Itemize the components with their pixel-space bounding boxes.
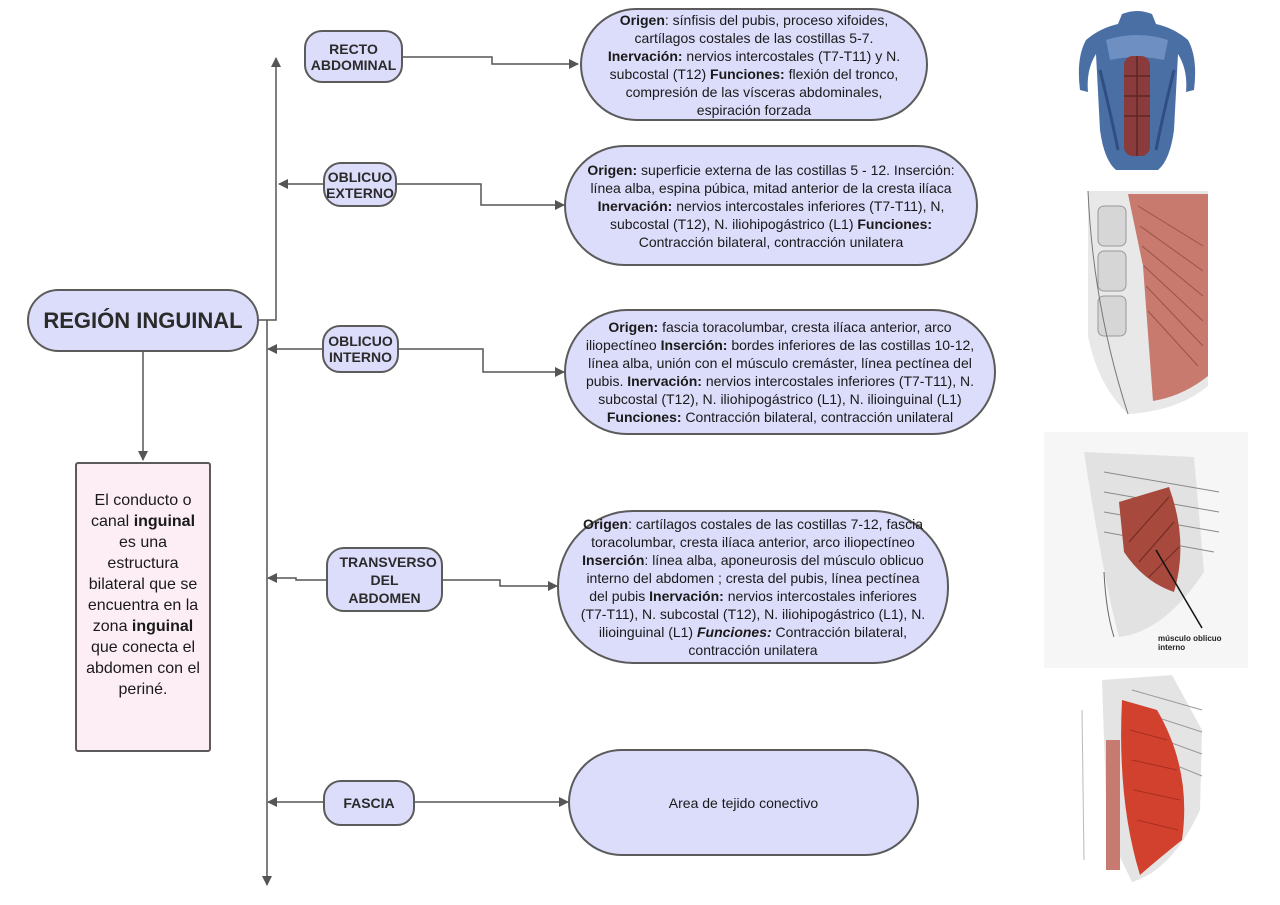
definition-box: El conducto o canal inguinal es una estr… bbox=[75, 462, 211, 752]
root-label: REGIÓN INGUINAL bbox=[43, 307, 243, 333]
definition-text-2: inguinal bbox=[133, 513, 196, 530]
node-label: RECTO ABDOMINAL bbox=[310, 40, 397, 73]
internal-oblique-illustration-image bbox=[1044, 432, 1248, 668]
node-transverso-del-abdomen: TRANSVERSO DEL ABDOMEN bbox=[326, 547, 443, 612]
desc-text: Area de tejido conectivo bbox=[668, 794, 819, 811]
external-oblique-illustration-image bbox=[1058, 186, 1218, 418]
desc-oblicuo-externo: Origen: superficie externa de las costil… bbox=[564, 145, 978, 266]
transversus-abdominis-illustration-image bbox=[1062, 670, 1222, 888]
desc-oblicuo-interno: Origen: fascia toracolumbar, cresta ilía… bbox=[564, 309, 996, 435]
desc-transverso-del-abdomen: Origen: cartílagos costales de las costi… bbox=[557, 510, 949, 664]
node-label: FASCIA bbox=[343, 795, 395, 811]
desc-text: Origen: sínfisis del pubis, proceso xifo… bbox=[607, 11, 901, 118]
desc-recto-abdominal: Origen: sínfisis del pubis, proceso xifo… bbox=[580, 8, 928, 121]
rectus-abdominis-figure-image bbox=[1078, 11, 1196, 170]
definition-text-1: El conducto o canal bbox=[90, 492, 192, 530]
definition-text-5: que conecta el abdomen con el periné. bbox=[86, 639, 200, 698]
desc-text: Origen: fascia toracolumbar, cresta ilía… bbox=[585, 319, 975, 425]
node-oblicuo-externo: OBLICUO EXTERNO bbox=[323, 162, 397, 207]
node-label: OBLICUO EXTERNO bbox=[326, 168, 394, 201]
desc-fascia: Area de tejido conectivo bbox=[568, 749, 919, 856]
definition-text-4: inguinal bbox=[131, 618, 194, 635]
node-label: OBLICUO INTERNO bbox=[328, 333, 393, 365]
node-fascia: FASCIA bbox=[323, 780, 415, 826]
desc-text: Origen: superficie externa de las costil… bbox=[587, 161, 955, 250]
internal-oblique-caption: músculo oblicuo interno bbox=[1158, 634, 1222, 652]
node-recto-abdominal: RECTO ABDOMINAL bbox=[304, 30, 403, 83]
definition-text-3: es una estructura bilateral que se encue… bbox=[87, 534, 199, 635]
desc-text: Origen: cartílagos costales de las costi… bbox=[580, 516, 926, 658]
node-label: TRANSVERSO DEL ABDOMEN bbox=[339, 553, 437, 606]
root-node-region-inguinal: REGIÓN INGUINAL bbox=[27, 289, 259, 352]
node-oblicuo-interno: OBLICUO INTERNO bbox=[322, 325, 399, 373]
